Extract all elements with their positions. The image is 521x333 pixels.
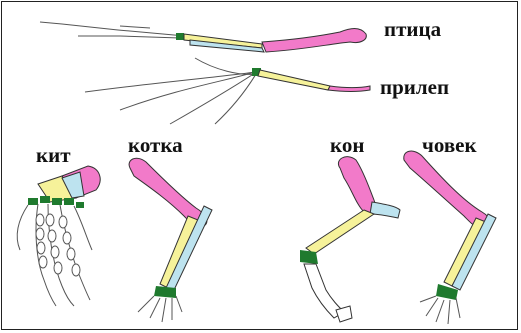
label-bat: прилеп: [380, 75, 449, 99]
label-cat: котка: [128, 133, 183, 157]
horse-ulna: [370, 202, 400, 218]
whale-carpal-1: [28, 198, 38, 205]
bird-carpal: [176, 33, 184, 40]
whale-carpal-3: [52, 198, 62, 205]
label-horse: кон: [330, 133, 364, 157]
cat-humerus: [129, 158, 207, 227]
cat-carpals: [154, 286, 176, 298]
horse-radius: [306, 210, 374, 254]
whale-flipper: [17, 166, 100, 306]
whale-carpal-4: [64, 198, 74, 205]
whale-carpal-2: [40, 196, 50, 203]
bird-wing: [40, 22, 366, 52]
label-whale: кит: [36, 143, 71, 167]
bat-wing: [85, 58, 370, 124]
whale-carpal-5: [76, 202, 84, 208]
horse-leg: [300, 157, 400, 322]
cat-leg: [129, 158, 212, 322]
horse-humerus: [338, 157, 375, 214]
bat-humerus: [328, 86, 370, 92]
bat-radius: [258, 70, 330, 90]
horse-carpals: [300, 250, 318, 264]
label-bird: птица: [384, 17, 442, 41]
human-arm: [404, 151, 496, 324]
bird-humerus: [262, 29, 366, 53]
human-humerus: [404, 151, 491, 228]
label-human: човек: [422, 133, 477, 157]
